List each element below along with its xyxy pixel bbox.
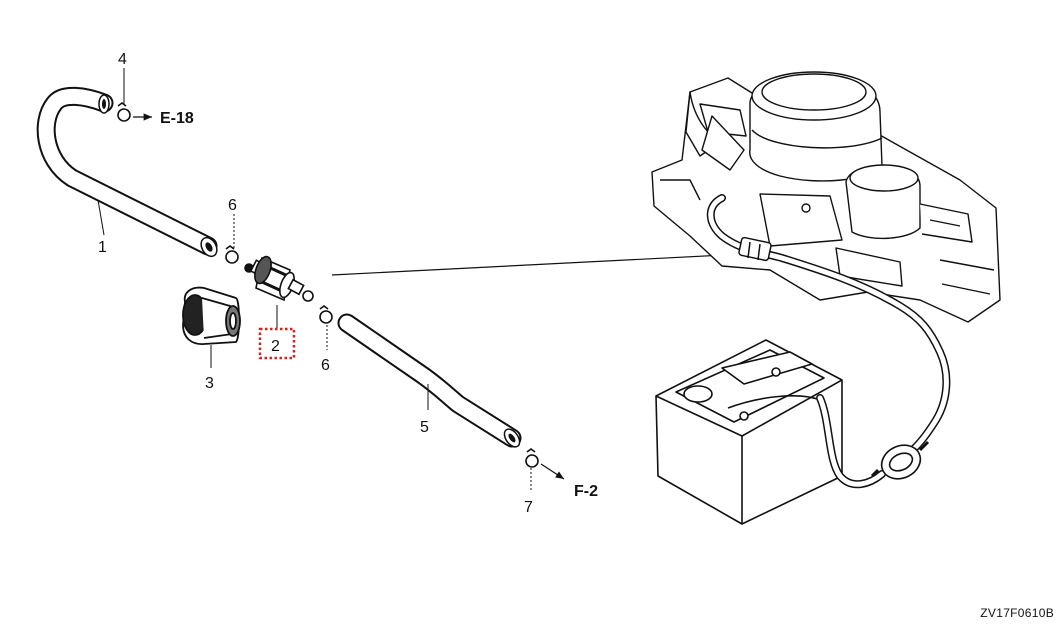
leader-line-1	[97, 199, 105, 236]
fuel-line-to-primer	[816, 394, 886, 489]
callout-3: 3	[205, 375, 214, 392]
callout-2[interactable]: 2	[271, 338, 280, 355]
reference-f2[interactable]: F-2	[574, 483, 598, 500]
callout-5: 5	[420, 419, 429, 436]
filter-cup[interactable]	[182, 286, 241, 345]
battery-illustration	[655, 339, 843, 525]
arrow-to-f2	[540, 463, 565, 480]
hose-clip-6-upper[interactable]	[225, 245, 239, 264]
highlight-box-part-2	[258, 327, 296, 360]
primer-bulb-illustration	[870, 440, 930, 480]
callout-1: 1	[98, 239, 107, 256]
hose-clip-7[interactable]	[525, 448, 539, 468]
hose-clip-6-lower[interactable]	[319, 305, 333, 324]
callout-6-upper: 6	[228, 197, 237, 214]
callout-6-lower: 6	[321, 357, 330, 374]
fuel-hose-lower[interactable]	[337, 313, 523, 450]
engine-fuel-line	[706, 194, 951, 460]
diagram-code: ZV17F0610B	[980, 606, 1054, 620]
callout-4: 4	[118, 51, 127, 68]
fuel-hose-upper[interactable]	[36, 86, 220, 259]
hose-clip-4[interactable]	[117, 102, 131, 122]
leader-line-to-engine	[331, 253, 745, 276]
engine-inline-filter	[738, 236, 772, 262]
reference-e18[interactable]: E-18	[160, 110, 194, 127]
fuel-filter[interactable]	[244, 254, 314, 302]
callout-7: 7	[524, 499, 533, 516]
engine-illustration	[651, 71, 1001, 323]
